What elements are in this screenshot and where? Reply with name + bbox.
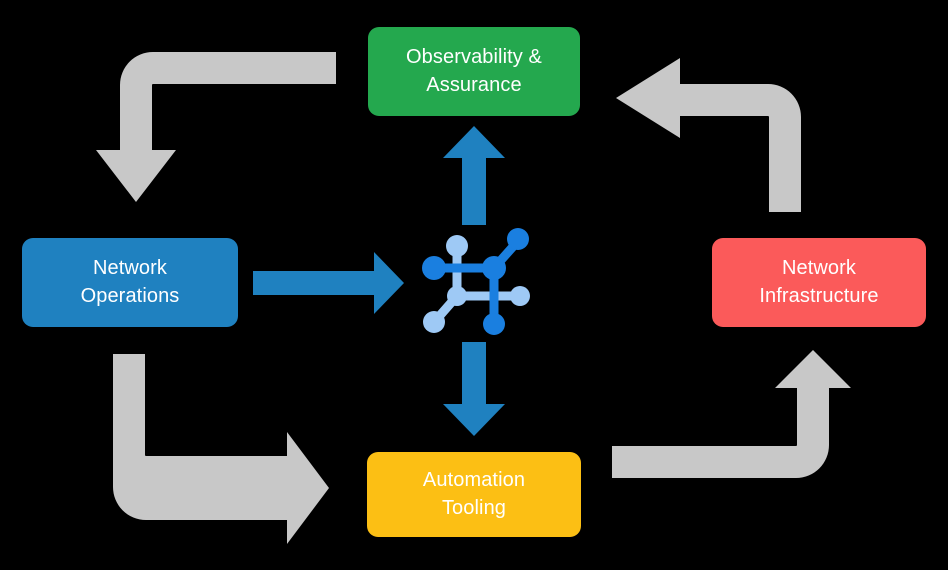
node-network-infrastructure[interactable]: Network Infrastructure (712, 238, 926, 327)
node-observability-assurance[interactable]: Observability & Assurance (368, 27, 580, 116)
node-automation-tooling[interactable]: Automation Tooling (367, 452, 581, 537)
topology-edges (429, 236, 525, 328)
node-network-operations[interactable]: Network Operations (22, 238, 238, 327)
topology-nodes (422, 228, 530, 335)
